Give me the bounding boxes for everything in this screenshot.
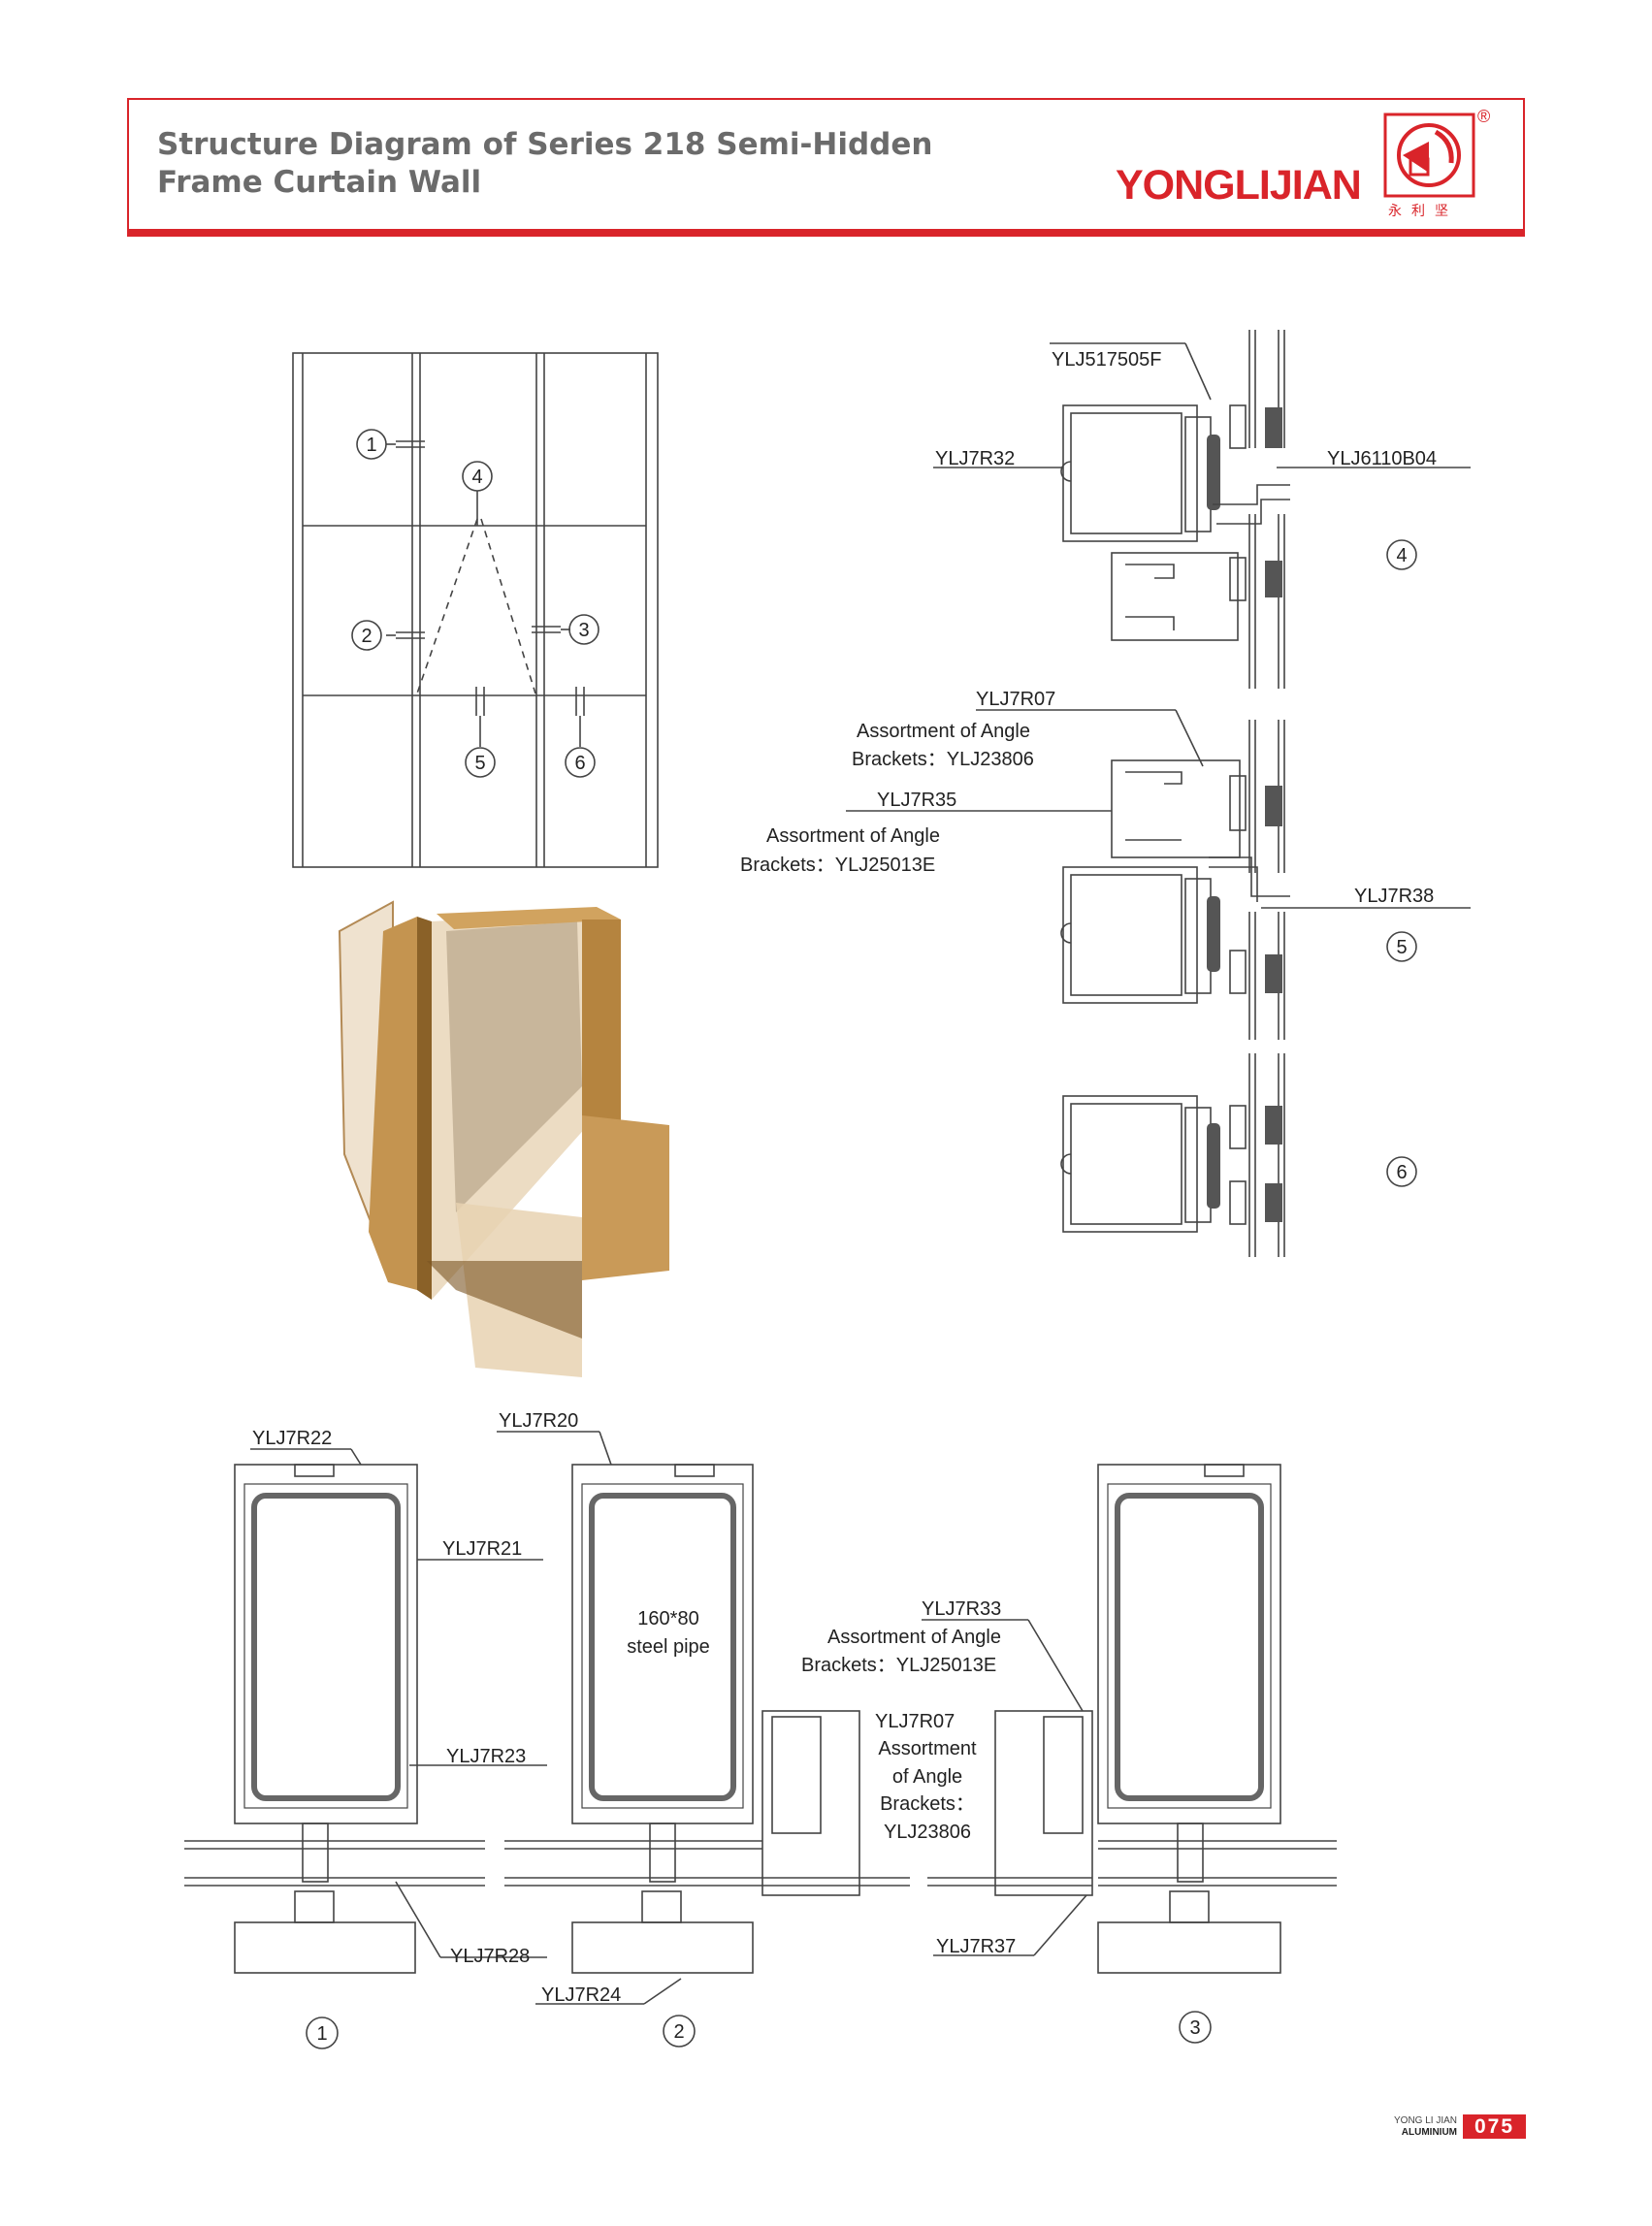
section-6-number: 6 — [1396, 1162, 1407, 1183]
s5-brackets-2-line1: Assortment of Angle — [766, 825, 940, 847]
r07-line2: of Angle — [892, 1766, 962, 1788]
label-ylj7r35: YLJ7R35 — [877, 790, 956, 811]
plan-number-1: 1 — [316, 2023, 327, 2045]
label-ylj7r07-plan: YLJ7R07 — [875, 1711, 955, 1732]
plan-number-3: 3 — [1189, 2017, 1200, 2039]
elevation-view — [292, 352, 659, 868]
label-ylj7r22: YLJ7R22 — [252, 1428, 332, 1449]
pipe-label-line1: 160*80 — [637, 1608, 698, 1629]
s5-brackets-1-line2: Brackets：YLJ23806 — [852, 749, 1034, 770]
s5-brackets-1-line1: Assortment of Angle — [857, 721, 1030, 742]
label-ylj7r23: YLJ7R23 — [446, 1746, 526, 1767]
section-5-detail — [846, 709, 1471, 1040]
elevation-marker-4: 4 — [471, 467, 482, 488]
header-rule — [127, 229, 1525, 237]
label-ylj7r07-s5: YLJ7R07 — [976, 689, 1055, 710]
section-5-number: 5 — [1396, 937, 1407, 958]
label-ylj7r24: YLJ7R24 — [541, 1984, 621, 2006]
header-frame — [127, 98, 1525, 232]
company-logo — [1383, 113, 1475, 198]
r07-line1: Assortment — [878, 1738, 977, 1759]
plan-view — [184, 1431, 1337, 2049]
elevation-marker-3: 3 — [578, 620, 589, 641]
elevation-marker-1: 1 — [366, 435, 376, 456]
brand-chinese: 永利坚 — [1388, 203, 1458, 218]
footer-brand: YONG LI JIAN ALUMINIUM — [1394, 2115, 1457, 2139]
label-ylj7r20: YLJ7R20 — [499, 1410, 578, 1432]
label-ylj7r33: YLJ7R33 — [922, 1598, 1001, 1620]
plan-number-2: 2 — [673, 2021, 684, 2043]
r33-brackets-line2: Brackets：YLJ25013E — [801, 1655, 996, 1676]
label-ylj7r32: YLJ7R32 — [935, 448, 1015, 469]
label-ylj7r21: YLJ7R21 — [442, 1538, 522, 1560]
footer-brand-line1: YONG LI JIAN — [1394, 2115, 1458, 2126]
section-4-detail — [933, 330, 1471, 689]
s5-brackets-2-line2: Brackets：YLJ25013E — [740, 855, 935, 876]
section-4-number: 4 — [1396, 545, 1407, 566]
page-title: Structure Diagram of Series 218 Semi-Hid… — [157, 127, 933, 200]
r07-line4: YLJ23806 — [884, 1822, 971, 1843]
r07-line3: Brackets： — [880, 1793, 975, 1815]
drawing-labels: 1 4 2 3 5 6 YLJ517505F YLJ7R32 YLJ6110B0… — [252, 349, 1437, 2045]
elevation-marker-2: 2 — [361, 626, 372, 647]
label-ylj7r37: YLJ7R37 — [936, 1936, 1016, 1957]
label-ylj517505f: YLJ517505F — [1052, 349, 1161, 371]
label-ylj7r38: YLJ7R38 — [1354, 886, 1434, 907]
label-ylj6110b04: YLJ6110B04 — [1327, 448, 1437, 469]
elevation-marker-6: 6 — [574, 753, 585, 774]
r33-brackets-line1: Assortment of Angle — [827, 1627, 1001, 1648]
registered-mark: ® — [1477, 107, 1491, 126]
page-number: 075 — [1463, 2114, 1526, 2139]
footer-brand-line2: ALUMINIUM — [1401, 2127, 1458, 2138]
corner-render — [338, 900, 669, 1377]
label-ylj7r28: YLJ7R28 — [450, 1946, 530, 1967]
elevation-marker-5: 5 — [474, 753, 485, 774]
pipe-label-line2: steel pipe — [627, 1636, 710, 1658]
brand-name: YONGLIJIAN — [1116, 162, 1362, 209]
section-6-detail — [1060, 1053, 1417, 1257]
